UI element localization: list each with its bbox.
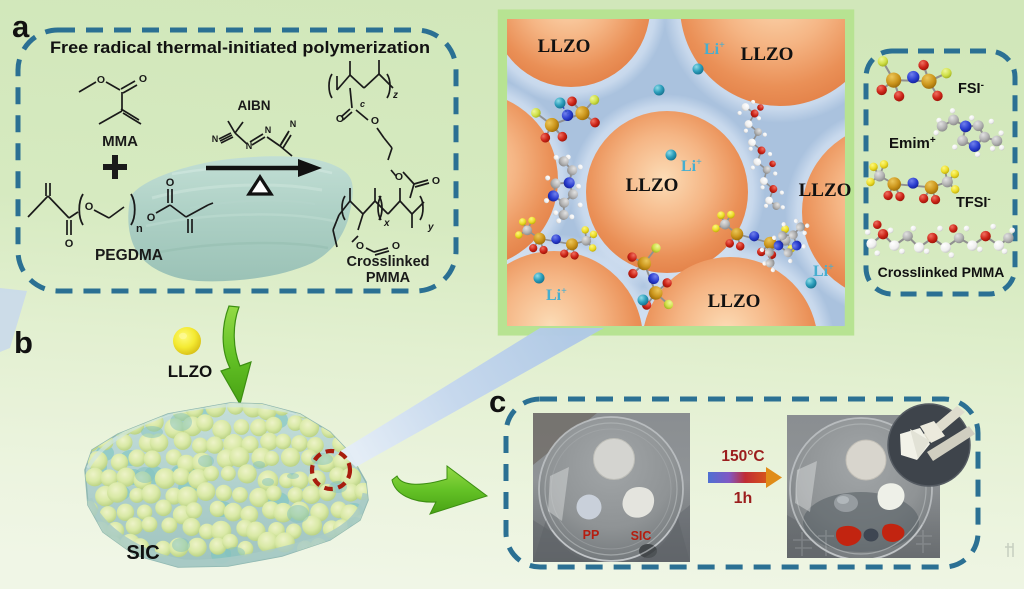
svg-text:n: n xyxy=(136,223,143,235)
svg-text:LLZO: LLZO xyxy=(708,291,761,312)
svg-text:AIBN: AIBN xyxy=(238,98,271,113)
svg-text:c: c xyxy=(360,99,365,109)
svg-text:N: N xyxy=(212,134,219,144)
svg-text:Free radical thermal-initiated: Free radical thermal-initiated polymeriz… xyxy=(50,39,430,57)
svg-text:O: O xyxy=(336,113,344,125)
svg-text:TFSI-: TFSI- xyxy=(956,194,991,211)
svg-text:Crosslinked PMMA: Crosslinked PMMA xyxy=(878,264,1005,280)
svg-text:N: N xyxy=(290,119,297,129)
svg-text:Emim+: Emim+ xyxy=(889,135,936,152)
svg-text:PP: PP xyxy=(583,528,600,542)
svg-text:z: z xyxy=(392,90,398,101)
svg-text:O: O xyxy=(139,73,147,85)
svg-text:Crosslinked: Crosslinked xyxy=(347,254,430,270)
svg-text:PEGDMA: PEGDMA xyxy=(95,247,163,264)
svg-text:a: a xyxy=(12,9,30,44)
svg-text:c: c xyxy=(489,384,506,419)
svg-text:N: N xyxy=(246,141,253,151)
svg-text:O: O xyxy=(166,177,175,189)
svg-text:1h: 1h xyxy=(734,490,753,507)
svg-text:LLZO: LLZO xyxy=(741,44,794,65)
svg-text:b: b xyxy=(14,325,33,360)
svg-text:O: O xyxy=(147,212,156,224)
svg-text:LLZO: LLZO xyxy=(799,180,852,201)
svg-text:O: O xyxy=(85,201,94,213)
svg-text:O: O xyxy=(392,240,400,252)
svg-text:MMA: MMA xyxy=(102,133,138,150)
svg-text:x: x xyxy=(383,218,390,229)
svg-text:FSI-: FSI- xyxy=(958,80,984,97)
svg-text:O: O xyxy=(97,74,105,86)
svg-text:LLZO: LLZO xyxy=(626,175,679,196)
svg-text:SIC: SIC xyxy=(631,529,652,543)
svg-text:O: O xyxy=(395,171,403,183)
svg-text:150°C: 150°C xyxy=(721,448,764,465)
svg-text:O: O xyxy=(65,238,74,250)
svg-text:y: y xyxy=(427,222,434,233)
svg-text:LLZO: LLZO xyxy=(168,362,212,381)
svg-text:O: O xyxy=(432,175,440,187)
svg-text:PMMA: PMMA xyxy=(366,270,411,286)
svg-text:LLZO: LLZO xyxy=(538,36,591,57)
svg-text:O: O xyxy=(356,240,364,252)
svg-text:N: N xyxy=(265,125,272,135)
svg-text:SIC: SIC xyxy=(126,542,159,564)
svg-text:O: O xyxy=(371,115,379,127)
